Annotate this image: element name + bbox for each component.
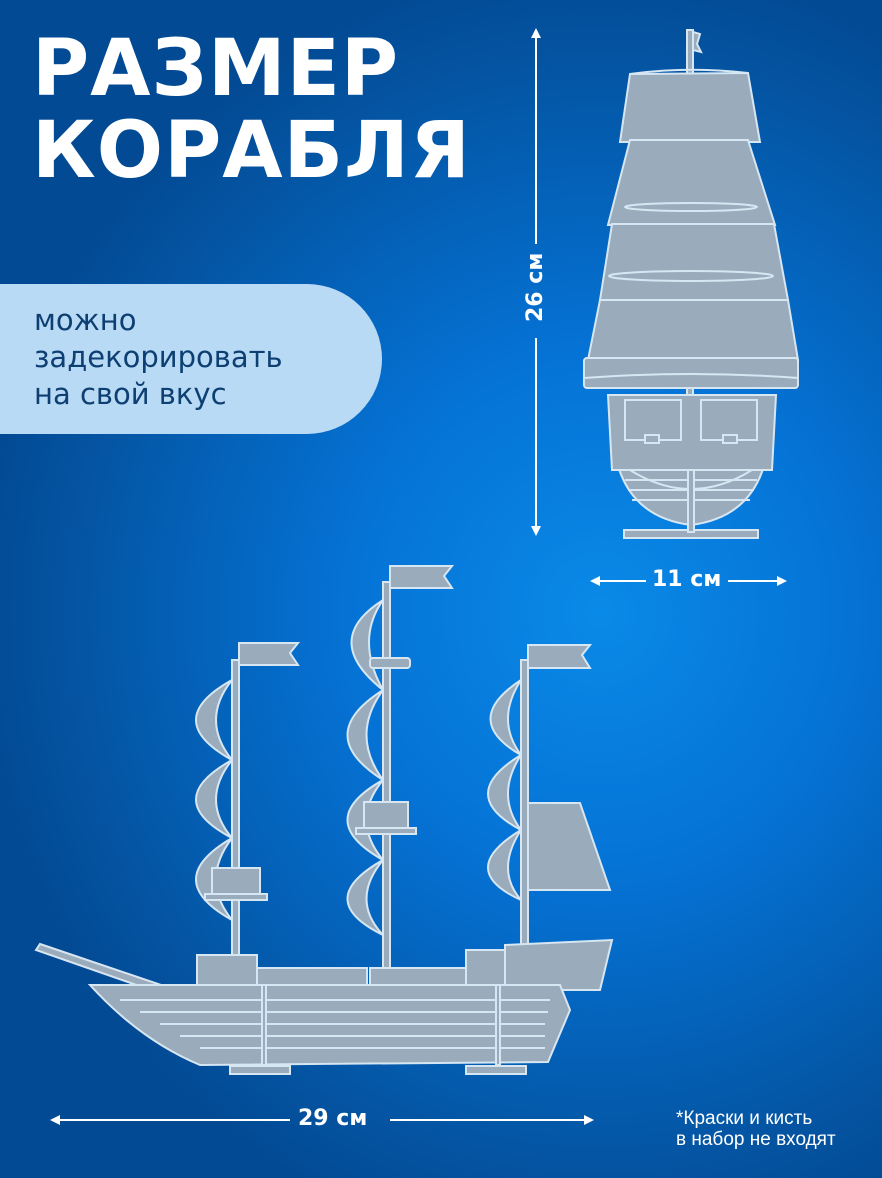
callout-line-3: на свой вкус xyxy=(34,377,227,411)
dimension-line xyxy=(535,36,537,244)
arrow-right-icon xyxy=(584,1115,594,1125)
arrow-down-icon xyxy=(531,526,541,536)
dimension-line xyxy=(535,338,537,528)
title-line-2: КОРАБЛЯ xyxy=(32,106,471,196)
dimension-line xyxy=(598,580,646,582)
arrow-up-icon xyxy=(531,28,541,38)
callout-line-1: можно xyxy=(34,303,137,337)
width-label: 11 см xyxy=(652,567,722,592)
note-line-1: *Краски и кисть xyxy=(676,1108,813,1129)
dimension-line xyxy=(58,1119,290,1121)
disclaimer-note: *Краски и кисть в набор не входят xyxy=(676,1108,836,1150)
page-title: РАЗМЕР КОРАБЛЯ xyxy=(32,28,471,192)
title-line-1: РАЗМЕР xyxy=(32,24,400,114)
callout-text: можно задекорировать на свой вкус xyxy=(34,302,283,413)
callout-pill xyxy=(0,284,382,434)
length-label: 29 см xyxy=(298,1106,368,1131)
dimension-line xyxy=(390,1119,585,1121)
note-line-2: в набор не входят xyxy=(676,1129,836,1150)
arrow-right-icon xyxy=(777,576,787,586)
callout-line-2: задекорировать xyxy=(34,340,283,374)
dimension-line xyxy=(728,580,778,582)
arrow-left-icon xyxy=(590,576,600,586)
arrow-left-icon xyxy=(50,1115,60,1125)
